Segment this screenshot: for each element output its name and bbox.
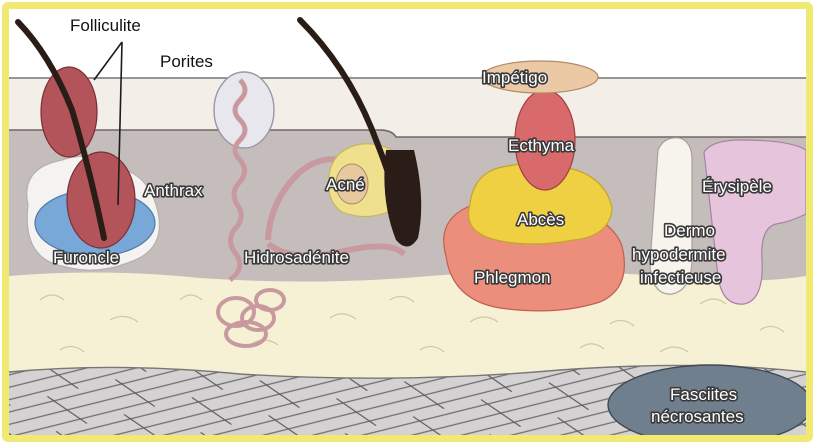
label-ecthyma: Ecthyma xyxy=(508,136,575,155)
label-hidrosadenite: Hidrosadénite xyxy=(244,248,349,267)
label-furoncle: Furoncle xyxy=(53,248,119,267)
fasciites-region xyxy=(608,365,812,444)
label-folliculite: Folliculite xyxy=(70,16,141,35)
label-fasciites: Fasciites xyxy=(670,385,737,404)
label-abces: Abcès xyxy=(517,210,564,229)
label-impetigo: Impétigo xyxy=(482,68,547,87)
label-anthrax: Anthrax xyxy=(144,181,203,200)
label-infectieuse: infectieuse xyxy=(640,268,721,287)
hypodermis-layer xyxy=(9,271,806,380)
label-hypodermite: hypodermite xyxy=(632,245,726,264)
label-porites: Porites xyxy=(160,52,213,71)
label-phlegmon: Phlegmon xyxy=(474,268,551,287)
label-dermo: Dermo xyxy=(664,221,715,240)
label-necrosantes: nécrosantes xyxy=(651,407,744,426)
label-acne: Acné xyxy=(326,175,365,194)
folliculite-superficial xyxy=(41,67,97,157)
label-erysipele: Érysipèle xyxy=(702,177,772,196)
